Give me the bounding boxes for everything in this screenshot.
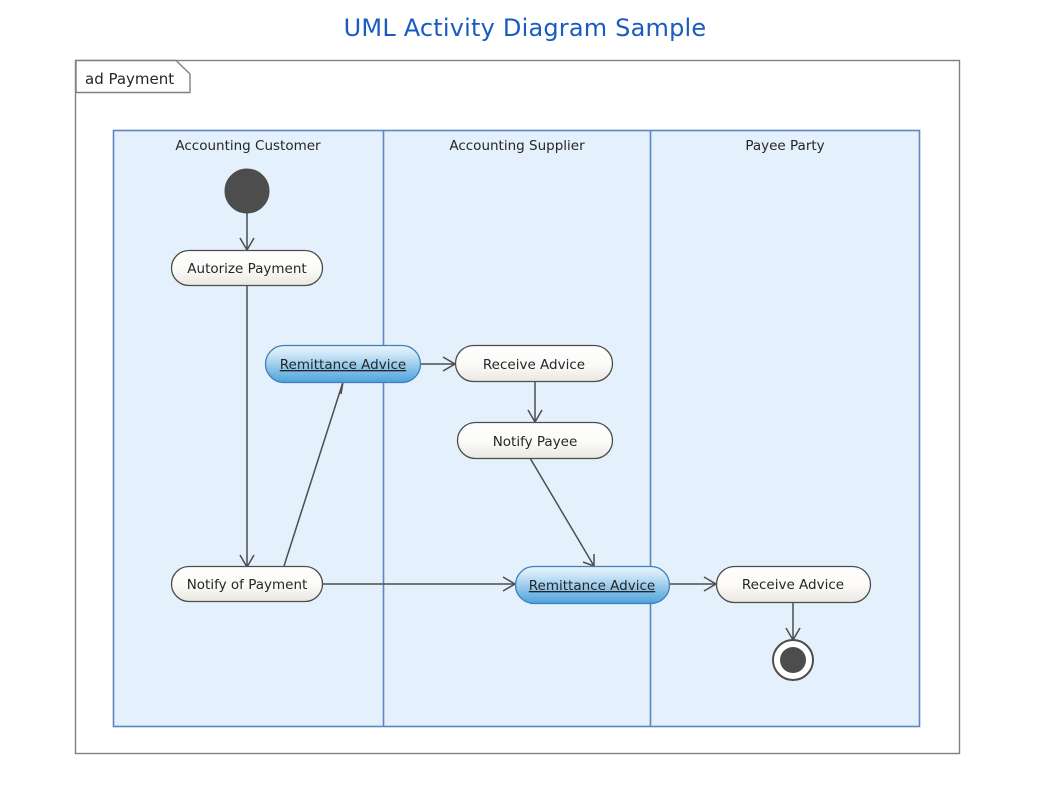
lane-header-payee-party: Payee Party xyxy=(745,138,824,154)
node-initial-node[interactable] xyxy=(224,168,270,214)
node-label-autorize-payment: Autorize Payment xyxy=(187,261,306,277)
lane-header-accounting-customer: Accounting Customer xyxy=(175,138,321,154)
node-receive-advice-supplier[interactable]: Receive Advice xyxy=(454,344,614,383)
lane-header-accounting-supplier: Accounting Supplier xyxy=(449,138,585,154)
frame-label-pentagon xyxy=(75,59,191,94)
node-label-remittance-advice-customer: Remittance Advice xyxy=(280,357,406,373)
node-label-notify-of-payment: Notify of Payment xyxy=(187,577,308,593)
node-label-notify-payee: Notify Payee xyxy=(493,434,578,450)
node-receive-advice-payee[interactable]: Receive Advice xyxy=(715,565,872,604)
page-title: UML Activity Diagram Sample xyxy=(343,14,707,42)
node-notify-payee[interactable]: Notify Payee xyxy=(456,421,614,460)
node-remittance-advice-supplier[interactable]: Remittance Advice xyxy=(514,565,671,605)
node-notify-of-payment[interactable]: Notify of Payment xyxy=(170,565,324,603)
node-autorize-payment[interactable]: Autorize Payment xyxy=(170,249,324,287)
node-label-receive-advice-supplier: Receive Advice xyxy=(483,357,585,373)
node-final-node[interactable] xyxy=(772,639,814,681)
node-remittance-advice-customer[interactable]: Remittance Advice xyxy=(264,344,422,384)
frame-label-text: ad Payment xyxy=(85,70,174,88)
node-label-remittance-advice-supplier: Remittance Advice xyxy=(529,578,655,594)
node-label-receive-advice-payee: Receive Advice xyxy=(742,577,844,593)
